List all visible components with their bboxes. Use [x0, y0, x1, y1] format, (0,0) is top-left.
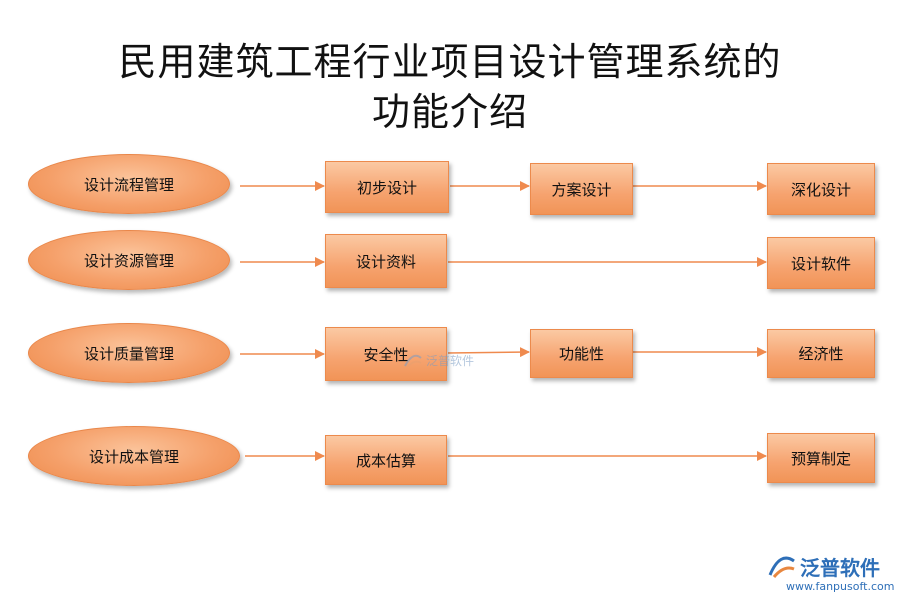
node-scheme-design: 方案设计 [530, 163, 633, 215]
node-cost-estimation: 成本估算 [325, 435, 447, 485]
arrow-quality-2 [447, 347, 530, 358]
brand-website: www.fanpusoft.com [786, 580, 895, 593]
title-line-1: 民用建筑工程行业项目设计管理系统的 [118, 40, 782, 84]
brand-logo: 泛普软件 [768, 552, 880, 581]
category-design-cost: 设计成本管理 [28, 426, 240, 486]
node-preliminary-design: 初步设计 [325, 161, 449, 213]
brand-logo-text: 泛普软件 [800, 556, 880, 580]
node-economy: 经济性 [767, 329, 875, 378]
node-budget-making: 预算制定 [767, 433, 875, 483]
node-safety: 安全性 [325, 327, 447, 381]
category-design-quality: 设计质量管理 [28, 323, 230, 383]
watermark: 泛普软件 [403, 352, 474, 369]
title-line-2: 功能介绍 [371, 90, 528, 134]
watermark-text: 泛普软件 [426, 354, 475, 368]
node-design-materials: 设计资料 [325, 234, 447, 288]
brand-logo-icon [768, 556, 795, 578]
node-design-software: 设计软件 [767, 237, 875, 289]
category-design-flow: 设计流程管理 [28, 154, 230, 214]
node-detailed-design: 深化设计 [767, 163, 875, 215]
node-functionality: 功能性 [530, 329, 633, 378]
category-design-resource: 设计资源管理 [28, 230, 230, 290]
watermark-logo-icon [404, 354, 422, 368]
